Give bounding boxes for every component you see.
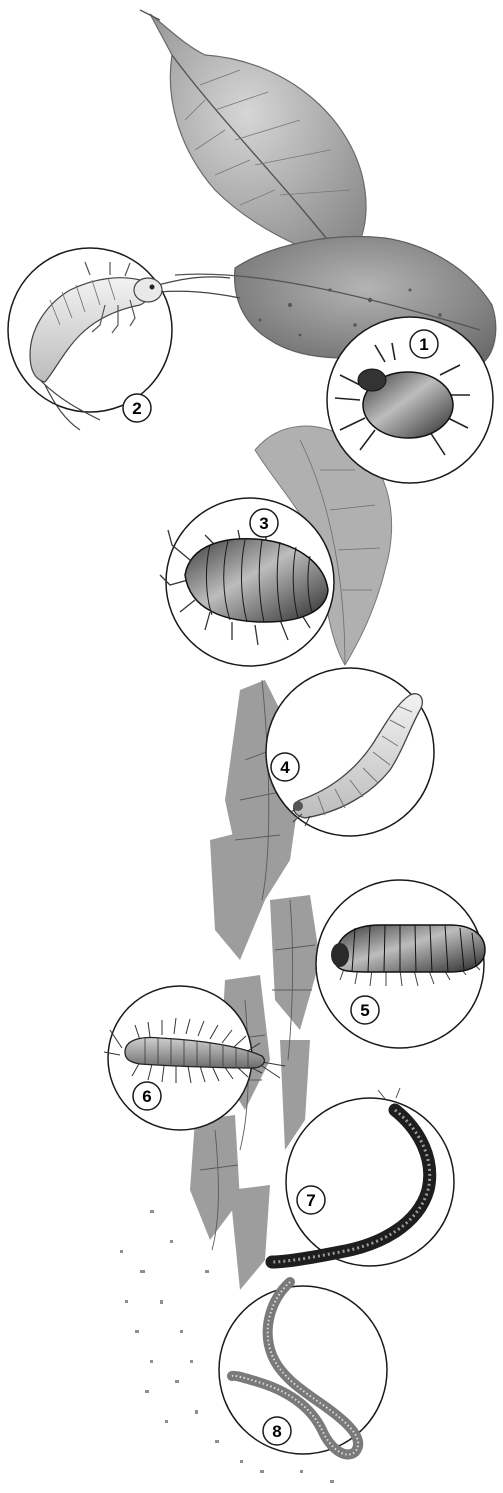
specimen-number-8: 8 <box>272 1422 281 1441</box>
specimen-circle-3: 3 <box>160 498 334 666</box>
specimen-circle-1: 1 <box>327 317 493 483</box>
specimen-number-4: 4 <box>280 758 290 777</box>
specimen-number-1: 1 <box>419 335 428 354</box>
specimen-circle-2: 2 <box>8 248 240 430</box>
specimen-number-2: 2 <box>132 399 141 418</box>
beech-leaf-top <box>150 14 366 262</box>
specimen-number-7: 7 <box>306 1191 315 1210</box>
specimen-circle-5: 5 <box>316 880 485 1048</box>
specimen-number-5: 5 <box>360 1001 369 1020</box>
specimen-number-6: 6 <box>142 1087 151 1106</box>
specimen-circle-4: 4 <box>266 668 434 836</box>
specimen-number-3: 3 <box>259 514 268 533</box>
specimen-circle-8: 8 <box>219 1282 387 1455</box>
